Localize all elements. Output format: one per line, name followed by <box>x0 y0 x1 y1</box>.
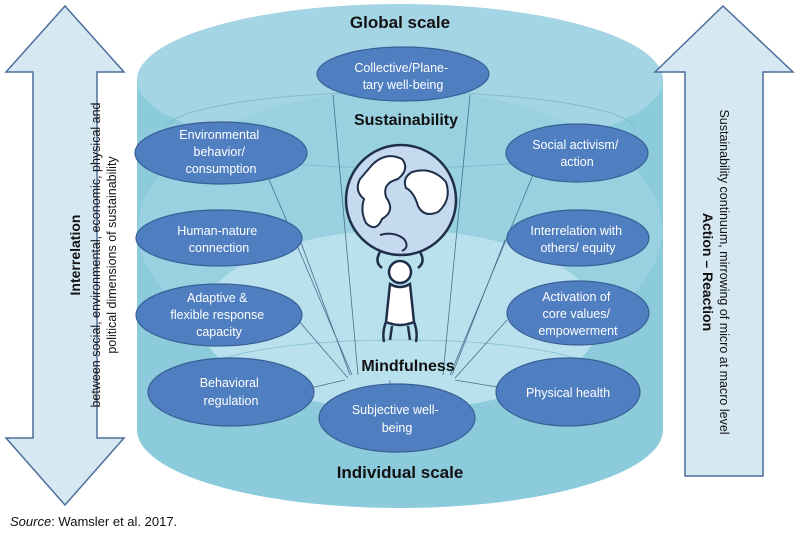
node-label-line: connection <box>189 241 250 255</box>
node-label: Social activism/ action <box>532 138 622 169</box>
action-reaction-line-1: Sustainability continuum, mirrowing of m… <box>717 109 731 434</box>
node-label: Interrelation with others/ equity <box>530 224 625 255</box>
node-label-line: being <box>382 421 413 435</box>
connector-line <box>299 239 351 376</box>
node-label: Activation of core values/ empowerment <box>538 290 618 338</box>
node-shape <box>135 209 303 267</box>
action-reaction-arrow: Action – Reaction Sustainability continu… <box>653 4 795 477</box>
action-reaction-title: Action – Reaction <box>700 213 716 331</box>
node-label-line: Activation of <box>542 290 611 304</box>
connector-line <box>451 239 506 376</box>
node-label-line: action <box>560 155 593 169</box>
node-label-line: Physical health <box>526 386 610 400</box>
node-label-line: Adaptive & <box>187 291 248 305</box>
node-shape <box>495 357 641 427</box>
node-group: Collective/Plane- tary well-being Enviro… <box>134 46 650 453</box>
node-shape <box>135 283 303 347</box>
source-text: : Wamsler et al. 2017. <box>51 514 178 529</box>
node-human-nature: Human-nature connection <box>135 209 303 267</box>
node-behavioral: Behavioral regulation <box>147 357 315 427</box>
interrelation-line-1: between social, environmental, economic,… <box>89 102 103 407</box>
node-label: Behavioral regulation <box>200 376 263 408</box>
node-shape <box>318 383 476 453</box>
interrelation-line-2: political dimensions of sustainability <box>105 156 119 354</box>
node-label-line: Social activism/ <box>532 138 619 152</box>
double-arrow-icon <box>4 4 126 507</box>
sustainability-label: Sustainability <box>354 112 458 129</box>
connector-line <box>297 319 349 379</box>
mindfulness-label: Mindfulness <box>361 358 454 375</box>
node-shape <box>505 123 649 183</box>
node-label-line: tary well-being <box>363 78 444 92</box>
node-label-line: capacity <box>196 325 243 339</box>
node-label-line: Interrelation with <box>530 224 622 238</box>
node-shape <box>506 209 650 267</box>
source-label: Source <box>10 514 52 529</box>
node-label-line: Subjective well- <box>352 403 439 417</box>
person-holding-globe-icon <box>344 143 458 343</box>
interrelation-arrow: Interrelation between social, environmen… <box>4 4 126 507</box>
person-legs <box>382 321 418 343</box>
node-subjective: Subjective well- being <box>318 383 476 453</box>
node-label-line: behavior/ <box>194 145 246 159</box>
source-caption: Source: Wamsler et al. 2017. <box>10 514 177 529</box>
node-label: Physical health <box>526 386 610 400</box>
global-scale-label: Global scale <box>350 13 450 32</box>
node-label-line: Collective/Plane- <box>354 61 448 75</box>
node-adaptive: Adaptive & flexible response capacity <box>135 283 303 347</box>
node-shape <box>134 121 308 185</box>
person-head <box>387 259 413 285</box>
globe-continent <box>403 169 449 215</box>
node-label: Environmental behavior/ consumption <box>179 128 262 176</box>
individual-scale-label: Individual scale <box>337 463 464 482</box>
node-shape <box>147 357 315 427</box>
node-interrelation: Interrelation with others/ equity <box>506 209 650 267</box>
node-label-line: regulation <box>204 394 259 408</box>
person-arms <box>376 251 424 269</box>
node-label: Subjective well- being <box>352 403 442 435</box>
node-label-line: others/ equity <box>540 241 616 255</box>
interrelation-title: Interrelation <box>67 215 83 296</box>
node-shape <box>506 280 650 346</box>
connector-line <box>454 319 508 379</box>
node-collective: Collective/Plane- tary well-being <box>316 46 490 102</box>
node-shape <box>316 46 490 102</box>
node-environmental: Environmental behavior/ consumption <box>134 121 308 185</box>
node-label-line: empowerment <box>538 324 618 338</box>
node-label-line: consumption <box>186 162 257 176</box>
node-label-line: core values/ <box>543 307 611 321</box>
up-arrow-icon <box>653 4 795 477</box>
node-label-line: flexible response <box>170 308 264 322</box>
node-label-line: Environmental <box>179 128 259 142</box>
connector-line <box>332 94 359 376</box>
node-label-line: Human-nature <box>177 224 257 238</box>
node-activation: Activation of core values/ empowerment <box>506 280 650 346</box>
node-label: Human-nature connection <box>177 224 260 255</box>
node-label: Collective/Plane- tary well-being <box>354 61 451 92</box>
connector-line <box>442 94 471 376</box>
person-body <box>384 281 416 327</box>
node-label: Adaptive & flexible response capacity <box>170 291 267 339</box>
node-social-activism: Social activism/ action <box>505 123 649 183</box>
globe-continent <box>356 155 407 229</box>
node-label-line: Behavioral <box>200 376 259 390</box>
globe-continent <box>379 232 408 252</box>
node-physical: Physical health <box>495 357 641 427</box>
